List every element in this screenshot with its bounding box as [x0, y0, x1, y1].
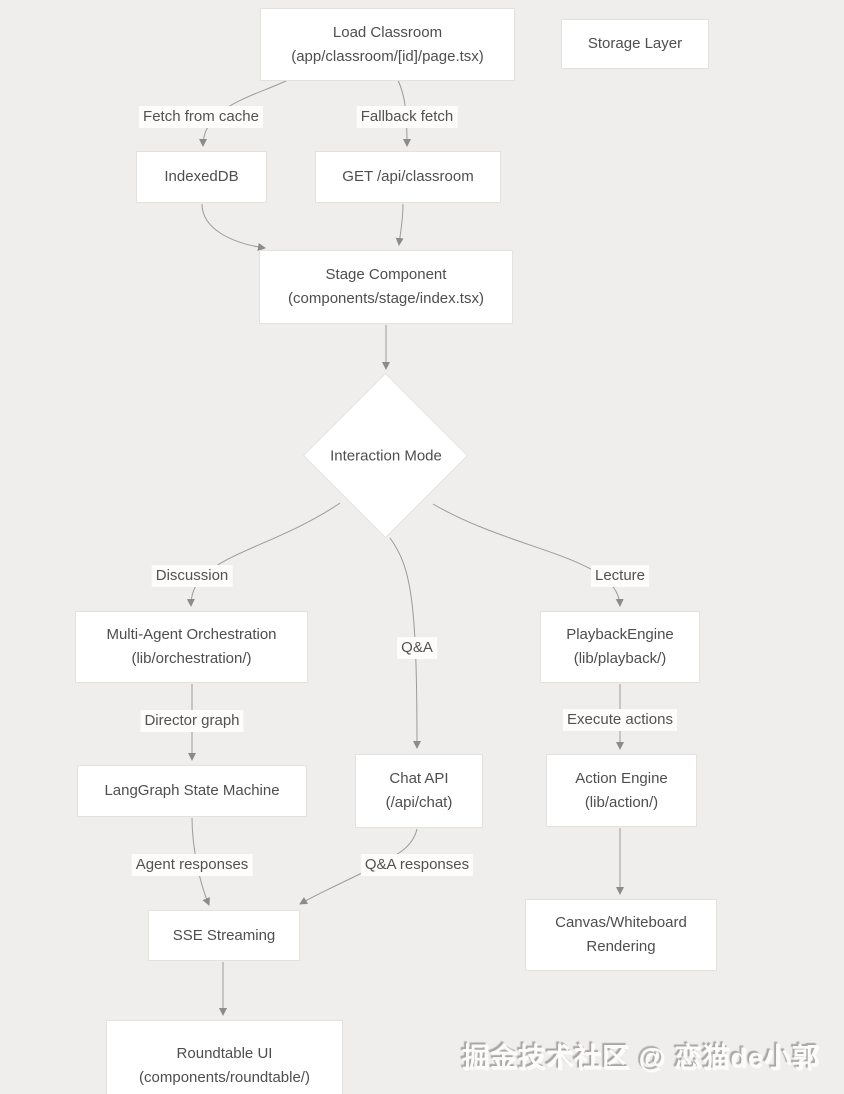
- node-label-line: Chat API: [389, 770, 449, 787]
- node-label-line: IndexedDB: [164, 168, 239, 185]
- node-label-line: PlaybackEngine: [566, 626, 674, 643]
- edge-label-agent-responses: Agent responses: [131, 854, 253, 876]
- node-chat-api: Chat API (/api/chat): [355, 754, 483, 828]
- node-label-line: LangGraph State Machine: [104, 782, 280, 799]
- node-sse-streaming: SSE Streaming: [148, 910, 300, 961]
- edge-decision-to-playback: [432, 503, 624, 607]
- node-label-line: (lib/playback/): [573, 650, 667, 667]
- node-roundtable-ui: Roundtable UI (components/roundtable/): [106, 1020, 343, 1094]
- edge-label-qa-responses: Q&A responses: [360, 854, 474, 876]
- node-label-line: Roundtable UI: [176, 1045, 273, 1062]
- edge-label-discussion: Discussion: [151, 565, 233, 587]
- node-canvas-whiteboard-rendering: Canvas/Whiteboard Rendering: [525, 899, 717, 971]
- node-playback-engine: PlaybackEngine (lib/playback/): [540, 611, 700, 683]
- node-label-line: (lib/orchestration/): [131, 650, 252, 667]
- node-label-line: Multi-Agent Orchestration: [106, 626, 277, 643]
- node-indexeddb: IndexedDB: [136, 151, 267, 203]
- node-action-engine: Action Engine (lib/action/): [546, 754, 697, 827]
- node-label-line: Load Classroom: [332, 23, 443, 41]
- edge-decision-to-multi: [186, 502, 341, 607]
- node-label-line: SSE Streaming: [172, 926, 276, 944]
- decision-interaction-mode-label: Interaction Mode: [330, 447, 442, 465]
- edge-indexeddb-to-stage: [201, 203, 266, 251]
- node-label-line: (app/classroom/[id]/page.tsx): [291, 47, 484, 65]
- node-label-line: (components/roundtable/): [139, 1069, 310, 1086]
- edge-label-fallback-fetch: Fallback fetch: [356, 106, 458, 128]
- edge-label-lecture: Lecture: [590, 565, 650, 587]
- edge-label-execute-actions: Execute actions: [563, 709, 677, 731]
- edge-label-fetch-from-cache: Fetch from cache: [139, 106, 263, 128]
- node-get-api-classroom: GET /api/classroom: [315, 151, 501, 203]
- node-label-line: Canvas/Whiteboard: [555, 914, 687, 931]
- node-multi-agent-orchestration: Multi-Agent Orchestration (lib/orchestra…: [75, 611, 308, 683]
- node-label-line: Storage Layer: [587, 35, 683, 52]
- node-load-classroom: Load Classroom (app/classroom/[id]/page.…: [260, 8, 515, 81]
- node-label-line: (/api/chat): [385, 794, 453, 811]
- edge-label-qa: Q&A: [397, 637, 437, 659]
- node-label-line: Action Engine: [575, 769, 668, 787]
- node-label-line: Stage Component: [325, 266, 447, 283]
- node-label-line: (components/stage/index.tsx): [288, 290, 484, 307]
- node-label-line: GET /api/classroom: [342, 168, 474, 185]
- node-langgraph-state-machine: LangGraph State Machine: [77, 765, 307, 817]
- node-stage-component: Stage Component (components/stage/index.…: [259, 250, 513, 324]
- node-label-line: Rendering: [586, 938, 656, 955]
- edge-label-director-graph: Director graph: [140, 710, 244, 732]
- edge-get-to-stage: [395, 203, 404, 246]
- node-label-line: (lib/action/): [584, 793, 659, 811]
- watermark-text: 掘金技术社区 @ 恋猫de小郭: [462, 1043, 820, 1073]
- node-storage-layer: Storage Layer: [561, 19, 709, 69]
